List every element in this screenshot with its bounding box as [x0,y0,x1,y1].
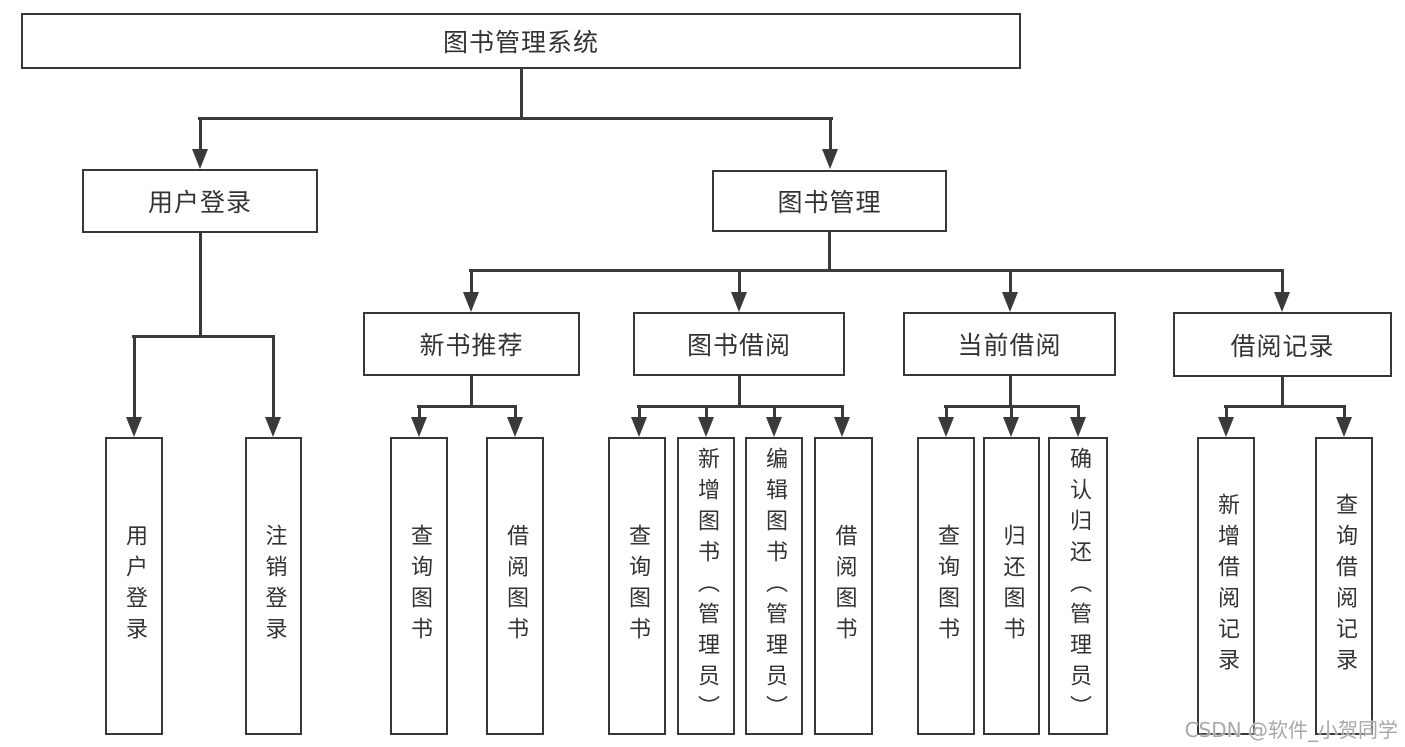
arrow-head-icon [731,292,747,312]
edge-line [418,405,421,421]
arrow-head-icon [698,417,714,437]
leaf-label: 新增借阅记录 [1214,493,1239,679]
edge-line [829,117,832,153]
leaf-add-books-admin: 新增图书（管理员） [677,437,735,735]
edge-line [705,405,708,421]
leaf-label: 归还图书 [999,524,1025,648]
edge-line [828,232,831,272]
edge-line [514,405,517,421]
arrow-head-icon [507,417,523,437]
node-borrow-records: 借阅记录 [1173,312,1392,377]
leaf-edit-books-admin: 编辑图书（管理员） [745,437,803,735]
arrow-head-icon [834,417,850,437]
arrow-head-icon [822,149,838,169]
edge-line [272,335,275,421]
edge-line [198,117,833,120]
edge-line [417,405,517,408]
arrow-head-icon [1218,417,1234,437]
node-new-book-recommend: 新书推荐 [363,312,580,376]
edge-line [1009,376,1012,408]
leaf-label: 查询图书 [625,524,650,648]
arrow-head-icon [411,417,427,437]
arrow-head-icon [1070,417,1086,437]
arrow-head-icon [1003,417,1019,437]
edge-line [1225,405,1228,421]
leaf-query-borrow-record: 查询借阅记录 [1315,437,1373,735]
node-user-login: 用户登录 [82,169,318,233]
arrow-head-icon [938,417,954,437]
leaf-logout: 注销登录 [245,437,302,735]
edge-line [520,69,523,119]
leaf-label: 编辑图书（管理员） [762,446,787,726]
leaf-label: 注销登录 [261,524,287,648]
edge-line [841,405,844,421]
arrow-head-icon [766,417,782,437]
edge-line [199,233,202,337]
edge-line [638,405,641,421]
arrow-head-icon [631,417,647,437]
arrow-head-icon [265,417,281,437]
edge-line [637,405,844,408]
edge-line [1010,405,1013,421]
edge-line [1224,405,1346,408]
edge-line [470,269,473,297]
leaf-user-login: 用户登录 [105,437,163,735]
edge-line [470,376,473,408]
leaf-label: 查询图书 [407,524,432,648]
leaf-query-books-current: 查询图书 [917,437,975,735]
arrow-head-icon [1336,417,1352,437]
leaf-label: 新增图书（管理员） [694,446,719,726]
node-root: 图书管理系统 [21,13,1021,69]
leaf-return-books: 归还图书 [983,437,1040,735]
leaf-label: 借阅图书 [831,524,857,648]
node-current-borrow: 当前借阅 [903,312,1116,376]
watermark: CSDN @软件_小贺同学 [1184,718,1398,742]
leaf-confirm-return-admin: 确认归还（管理员） [1048,437,1108,735]
leaf-borrow-books-recommend: 借阅图书 [486,437,544,735]
edge-line [1281,269,1284,297]
edge-line [1009,269,1012,297]
edge-line [469,269,1284,272]
leaf-query-books-recommend: 查询图书 [390,437,448,735]
leaf-query-books-borrow: 查询图书 [608,437,666,735]
edge-line [1343,405,1346,421]
edge-line [133,335,136,421]
node-book-management: 图书管理 [712,170,947,232]
edge-line [1077,405,1080,421]
edge-line [132,335,275,338]
edge-line [1281,377,1284,408]
edge-line [773,405,776,421]
leaf-label: 查询借阅记录 [1332,493,1357,679]
edge-line [738,376,741,408]
leaf-label: 借阅图书 [503,524,528,648]
edge-line [738,269,741,297]
arrow-head-icon [1002,292,1018,312]
node-book-borrow: 图书借阅 [633,312,845,376]
arrow-head-icon [1274,292,1290,312]
leaf-borrow-books: 借阅图书 [814,437,873,735]
edge-line [945,405,948,421]
leaf-add-borrow-record: 新增借阅记录 [1197,437,1255,735]
arrow-head-icon [192,149,208,169]
leaf-label: 用户登录 [122,524,147,648]
leaf-label: 查询图书 [934,524,959,648]
arrow-head-icon [463,292,479,312]
edge-line [199,117,202,153]
leaf-label: 确认归还（管理员） [1066,446,1091,726]
arrow-head-icon [126,417,142,437]
